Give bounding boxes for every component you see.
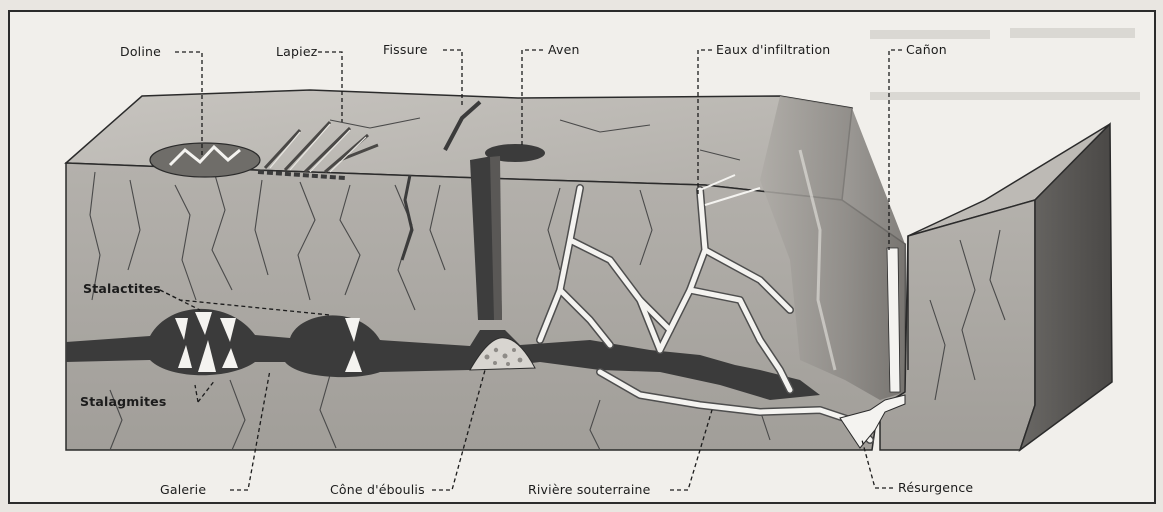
doline-depression bbox=[150, 143, 260, 177]
label-aven: Aven bbox=[548, 42, 580, 57]
label-galerie: Galerie bbox=[160, 482, 206, 497]
label-doline: Doline bbox=[120, 44, 161, 59]
label-lapiez: Lapiez bbox=[276, 44, 318, 59]
label-cone-eboulis: Cône d'éboulis bbox=[330, 482, 425, 497]
label-fissure: Fissure bbox=[383, 42, 428, 57]
label-stalagmites: Stalagmites bbox=[80, 394, 166, 409]
label-resurgence: Résurgence bbox=[898, 480, 973, 495]
label-stalactites: Stalactites bbox=[83, 281, 161, 296]
label-eaux-infiltration: Eaux d'infiltration bbox=[716, 42, 830, 57]
label-canon: Cañon bbox=[906, 42, 947, 57]
label-riviere-souterraine: Rivière souterraine bbox=[528, 482, 651, 497]
